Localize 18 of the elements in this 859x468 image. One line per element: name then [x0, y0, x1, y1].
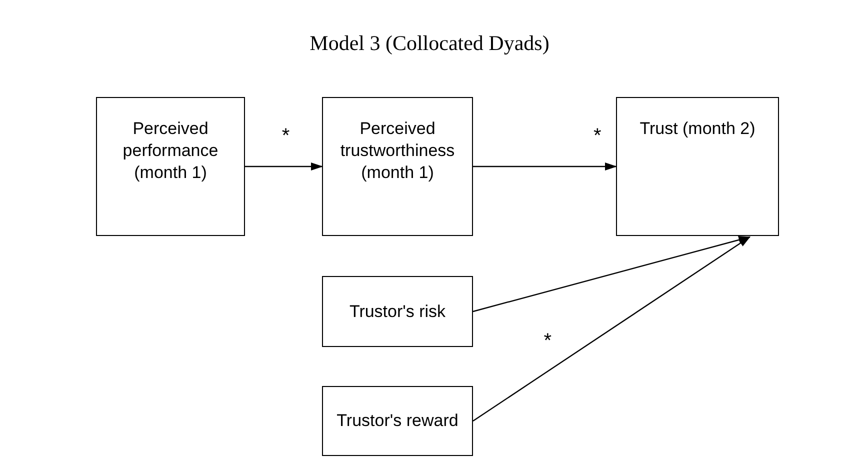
process-box	[322, 386, 473, 456]
box-label: Perceived trustworthiness (month 1)	[339, 118, 456, 184]
box-label: Trustor's reward	[336, 410, 458, 432]
process-box	[616, 97, 779, 236]
arrow	[472, 236, 751, 312]
arrow	[245, 162, 323, 170]
arrow	[472, 236, 750, 422]
edge-label: *	[594, 126, 602, 146]
diagram-title: Model 3 (Collocated Dyads)	[310, 30, 550, 57]
edge-label: *	[282, 126, 290, 146]
process-box	[322, 276, 473, 347]
box-label: Trust (month 2)	[640, 118, 756, 140]
process-box	[96, 97, 245, 236]
process-box	[322, 97, 473, 236]
box-label: Trustor's risk	[349, 300, 446, 322]
arrow	[473, 162, 617, 170]
edge-label: *	[544, 331, 552, 352]
box-label: Perceived performance (month 1)	[122, 118, 220, 184]
